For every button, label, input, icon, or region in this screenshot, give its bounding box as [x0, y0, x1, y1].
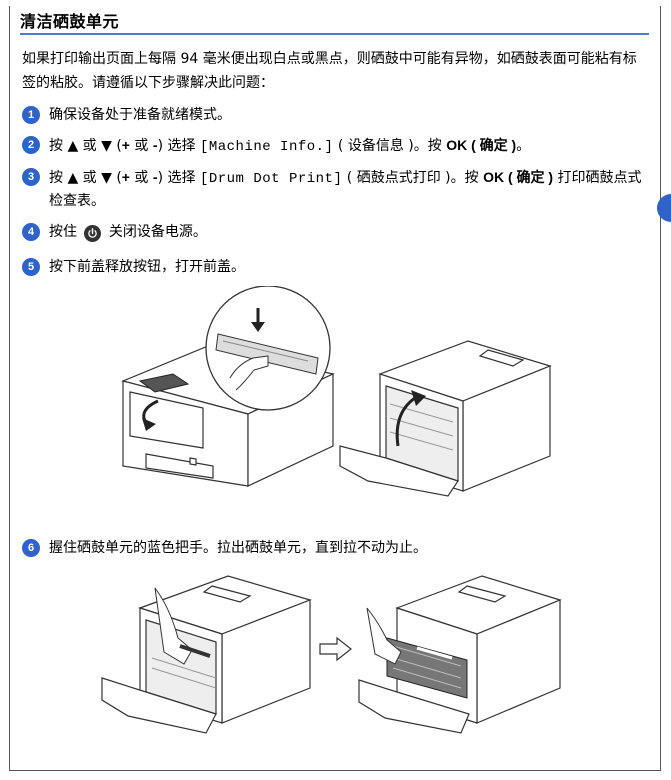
drum-pulled-out-illustration: [358, 575, 562, 734]
ok-key-label: OK: [483, 169, 505, 185]
page-frame: [9, 6, 661, 771]
step-3: 3 按 ▲ 或 ▼ (+ 或 -) 选择 [Drum Dot Print] ( …: [22, 166, 644, 212]
step-5: 5 按下前盖释放按钮，打开前盖。: [22, 256, 644, 278]
step-2: 2 按 ▲ 或 ▼ (+ 或 -) 选择 [Machine Info.] ( 设…: [22, 134, 644, 158]
step-number-4: 4: [22, 223, 40, 241]
step-1: 1 确保设备处于准备就绪模式。: [22, 104, 644, 126]
step-number-3: 3: [22, 168, 40, 186]
step-6-text: 握住硒鼓单元的蓝色把手。拉出硒鼓单元，直到拉不动为止。: [49, 540, 427, 556]
step-number-2: 2: [22, 136, 40, 154]
ok-key-label: OK: [446, 137, 468, 153]
step-number-1: 1: [22, 106, 40, 124]
step-number-6: 6: [22, 539, 40, 557]
step-6: 6 握住硒鼓单元的蓝色把手。拉出硒鼓单元，直到拉不动为止。: [22, 537, 644, 559]
menu-option-drum-dot-print: [Drum Dot Print]: [199, 171, 343, 187]
printer-open-cover-illustration: [339, 340, 552, 497]
intro-paragraph: 如果打印输出页面上每隔 94 毫米便出现白点或黑点，则硒鼓中可能有异物，如硒鼓表…: [22, 51, 637, 91]
step-5-text: 按下前盖释放按钮，打开前盖。: [49, 259, 245, 275]
step-3-text: 按 ▲ 或 ▼ (+ 或 -) 选择 [Drum Dot Print] ( 硒鼓…: [49, 169, 642, 209]
power-icon: [84, 225, 102, 242]
section-title: 清洁硒鼓单元: [20, 12, 120, 31]
hands-hold-drum-illustration: [101, 575, 312, 734]
step-4: 4 按住 关闭设备电源。: [22, 221, 644, 243]
step-4-text: 按住 关闭设备电源。: [49, 224, 207, 242]
title-rule: [20, 33, 649, 35]
printer-release-button-illustration: [121, 286, 335, 487]
step-2-text: 按 ▲ 或 ▼ (+ 或 -) 选择 [Machine Info.] ( 设备信…: [49, 137, 531, 155]
side-tab-marker: [657, 194, 671, 222]
arrow-right-icon: [319, 636, 352, 662]
menu-option-machine-info: [Machine Info.]: [199, 139, 334, 155]
step-number-5: 5: [22, 258, 40, 276]
step-1-text: 确保设备处于准备就绪模式。: [49, 107, 231, 123]
